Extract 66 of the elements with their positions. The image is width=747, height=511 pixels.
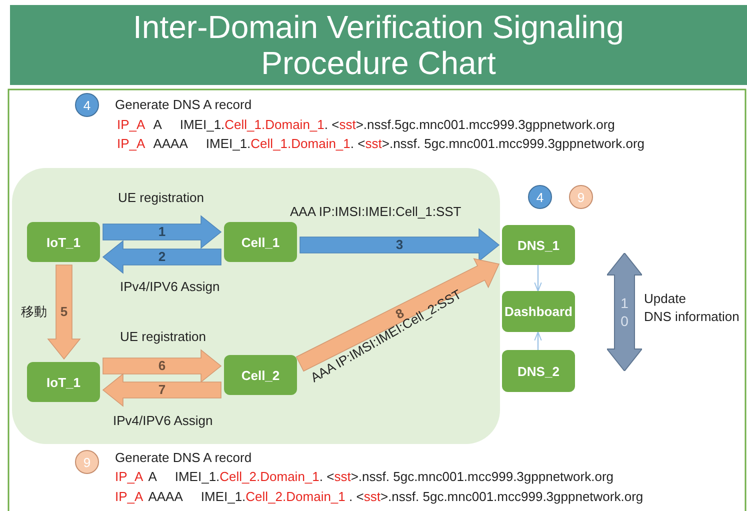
edge-annotation: IPv4/IPV6 Assign bbox=[120, 279, 220, 295]
record-field-highlight: IP_A bbox=[117, 117, 146, 133]
record-field: . < bbox=[345, 489, 364, 505]
record-field: . < bbox=[324, 117, 340, 133]
node-caption: DNS information bbox=[644, 309, 740, 325]
dns-server-box: DNS_2 bbox=[502, 350, 575, 392]
device-box: IoT_1 bbox=[27, 222, 100, 262]
block-arrow bbox=[102, 215, 222, 249]
step-number: 3 bbox=[394, 237, 404, 253]
step-number-circle: 9 bbox=[569, 185, 593, 209]
record-field-highlight: IP_A bbox=[115, 469, 144, 485]
edge-annotation: AAA IP:IMSI:IMEI:Cell_1:SST bbox=[290, 204, 462, 220]
record-field: IMEI_1. bbox=[174, 469, 220, 485]
edge-annotation: UE registration bbox=[118, 190, 204, 206]
record-field: >.nssf. 5gc.mnc001.mcc999.3gppnetwork.org bbox=[380, 489, 644, 505]
record-field: . < bbox=[319, 469, 334, 485]
record-field-highlight: sst bbox=[364, 489, 380, 505]
record-field: >.nssf.5gc.mnc001.mcc999.3gppnetwork.org bbox=[356, 117, 615, 133]
step-number: 2 bbox=[157, 249, 167, 265]
record-field-highlight: Cell_2.Domain_1 bbox=[220, 469, 320, 485]
step-number: 5 bbox=[59, 304, 69, 320]
title-banner: Inter-Domain Verification Signaling Procedure Chart bbox=[10, 5, 747, 85]
record-field: A bbox=[153, 117, 162, 133]
step-number-circle: 4 bbox=[528, 185, 552, 209]
step-number: 6 bbox=[157, 358, 167, 374]
record-field: A bbox=[148, 469, 157, 485]
step-number-circle: 9 bbox=[75, 450, 99, 474]
record-field-highlight: sst bbox=[334, 469, 351, 485]
cell-box: Cell_1 bbox=[224, 222, 297, 262]
record-field-highlight: IP_A bbox=[117, 136, 146, 152]
block-arrow bbox=[296, 258, 500, 372]
record-heading: Generate DNS A record bbox=[115, 97, 252, 113]
edge-annotation: UE registration bbox=[120, 329, 206, 345]
record-field-highlight: Cell_1.Domain_1 bbox=[250, 136, 350, 152]
record-field-highlight: IP_A bbox=[115, 489, 144, 505]
dns-server-box: DNS_1 bbox=[502, 225, 575, 265]
record-field: >.nssf. 5gc.mnc001.mcc999.3gppnetwork.org bbox=[350, 469, 614, 485]
block-arrow bbox=[300, 228, 500, 262]
record-field-highlight: sst bbox=[339, 117, 356, 133]
record-heading: Generate DNS A record bbox=[115, 450, 252, 466]
edge-annotation: 移動 bbox=[21, 304, 47, 320]
edge-annotation: IPv4/IPV6 Assign bbox=[113, 413, 213, 429]
record-field: >.nssf. 5gc.mnc001.mcc999.3gppnetwork.org bbox=[382, 136, 645, 152]
device-box: IoT_1 bbox=[27, 362, 100, 402]
block-arrow bbox=[102, 373, 222, 407]
block-arrow bbox=[102, 349, 222, 383]
dashboard-box: Dashboard bbox=[502, 291, 575, 332]
block-arrow bbox=[102, 240, 222, 274]
step-number-circle: 4 bbox=[75, 93, 99, 117]
step-number: 1 bbox=[157, 224, 167, 240]
record-field-highlight: sst bbox=[365, 136, 382, 152]
arrow bbox=[534, 332, 542, 350]
record-field: IMEI_1. bbox=[180, 117, 225, 133]
record-field: IMEI_1. bbox=[206, 136, 251, 152]
record-field: IMEI_1. bbox=[200, 489, 246, 505]
record-field: AAAA bbox=[148, 489, 183, 505]
record-field-highlight: Cell_1.Domain_1 bbox=[224, 117, 324, 133]
arrow bbox=[534, 265, 542, 292]
block-arrow bbox=[47, 264, 81, 360]
update-double-arrow: 10 bbox=[607, 253, 642, 371]
step-number: 7 bbox=[157, 382, 167, 398]
record-field: . < bbox=[350, 136, 366, 152]
node-caption: Update bbox=[644, 291, 686, 307]
cell-box: Cell_2 bbox=[224, 355, 297, 395]
record-field: AAAA bbox=[153, 136, 188, 152]
record-field-highlight: Cell_2.Domain_1 bbox=[246, 489, 346, 505]
